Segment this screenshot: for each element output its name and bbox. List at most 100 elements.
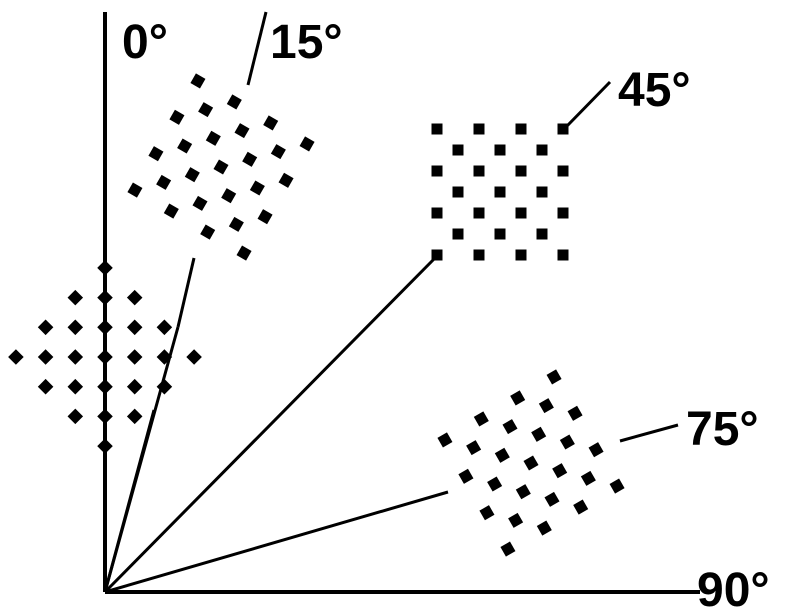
checker-square xyxy=(536,520,552,536)
checker-square xyxy=(67,408,84,425)
checker-square xyxy=(126,289,143,306)
label-90-deg: 90° xyxy=(697,564,770,611)
checker-square xyxy=(278,172,294,188)
checker-square xyxy=(510,390,526,406)
checker-square xyxy=(494,186,506,198)
checker-square xyxy=(473,165,485,177)
checker-square xyxy=(536,186,548,198)
checker-square xyxy=(523,455,539,471)
checker-square xyxy=(502,419,518,435)
checker-square xyxy=(97,408,113,425)
checker-square xyxy=(192,195,208,211)
checker-square xyxy=(437,432,453,448)
checker-square xyxy=(205,130,221,146)
ray-45-leader xyxy=(565,80,612,128)
checker-square xyxy=(567,405,583,421)
checker-square xyxy=(559,434,575,450)
ray-75 xyxy=(104,490,449,594)
checker-square xyxy=(37,378,54,395)
label-0-deg: 0° xyxy=(122,16,168,69)
checker-square xyxy=(163,203,179,219)
checker-square xyxy=(531,426,547,442)
checker-square xyxy=(515,207,527,219)
checker-square xyxy=(242,151,258,167)
checker-square xyxy=(299,136,315,152)
checker-square xyxy=(515,249,527,261)
checker-square xyxy=(221,188,237,204)
checker-square xyxy=(97,260,113,276)
checker-square xyxy=(97,319,113,336)
checker-square xyxy=(573,499,589,515)
checker-square xyxy=(257,209,273,225)
checker-square xyxy=(97,438,113,454)
checker-square xyxy=(479,505,495,521)
checker-square xyxy=(67,378,84,395)
checker-square xyxy=(190,73,206,89)
checker-square xyxy=(473,411,489,427)
checker-square xyxy=(234,123,250,139)
checker-square xyxy=(127,182,143,198)
checker-square xyxy=(431,165,443,177)
checker-square xyxy=(552,463,568,479)
ray-0-lower xyxy=(103,409,156,593)
checker-square xyxy=(126,319,143,336)
checker-square xyxy=(8,349,24,365)
ray-15-leader xyxy=(246,11,268,86)
checker-square xyxy=(156,174,172,190)
grid-45 xyxy=(431,123,569,261)
checker-square xyxy=(148,146,164,162)
checker-square xyxy=(609,478,625,494)
checker-square xyxy=(200,224,216,240)
checker-square xyxy=(186,349,202,365)
checker-square xyxy=(536,144,548,156)
checker-square xyxy=(431,249,443,261)
checker-square xyxy=(67,319,84,336)
checker-square xyxy=(458,468,474,484)
checker-square xyxy=(452,144,464,156)
checker-square xyxy=(557,249,569,261)
checker-square xyxy=(270,144,286,160)
label-45-deg: 45° xyxy=(618,64,691,117)
checker-square xyxy=(515,123,527,135)
checker-square xyxy=(156,319,173,336)
checker-square xyxy=(452,228,464,240)
checker-square xyxy=(37,349,54,365)
checker-square xyxy=(500,541,516,557)
checker-square xyxy=(126,378,143,395)
checker-square xyxy=(97,349,113,365)
checker-square xyxy=(67,289,84,306)
checker-square xyxy=(126,349,143,365)
ray-75-leader xyxy=(619,423,679,443)
checker-square xyxy=(67,349,84,365)
checker-square xyxy=(473,123,485,135)
checker-square xyxy=(538,398,554,414)
ray-15-connector xyxy=(176,257,196,328)
checker-square xyxy=(126,408,143,425)
checker-square xyxy=(473,207,485,219)
checker-square xyxy=(557,165,569,177)
checker-square xyxy=(487,476,503,492)
grid-75 xyxy=(437,369,625,557)
checker-square xyxy=(198,102,214,118)
checker-square xyxy=(37,319,54,336)
grid-15 xyxy=(127,73,315,261)
checker-square xyxy=(431,207,443,219)
checker-square xyxy=(213,159,229,175)
checker-square xyxy=(184,167,200,183)
checker-square xyxy=(249,180,265,196)
checker-square xyxy=(473,249,485,261)
checker-square xyxy=(177,138,193,154)
checker-square xyxy=(228,216,244,232)
checker-square xyxy=(508,512,524,528)
checker-square xyxy=(494,144,506,156)
checker-square xyxy=(588,442,604,458)
checker-square xyxy=(236,245,252,261)
checker-square xyxy=(263,115,279,131)
checker-square xyxy=(580,470,596,486)
checker-square xyxy=(494,228,506,240)
checker-square xyxy=(97,378,113,395)
checker-square xyxy=(226,94,242,110)
checker-square xyxy=(546,369,562,385)
checker-square xyxy=(169,109,185,125)
